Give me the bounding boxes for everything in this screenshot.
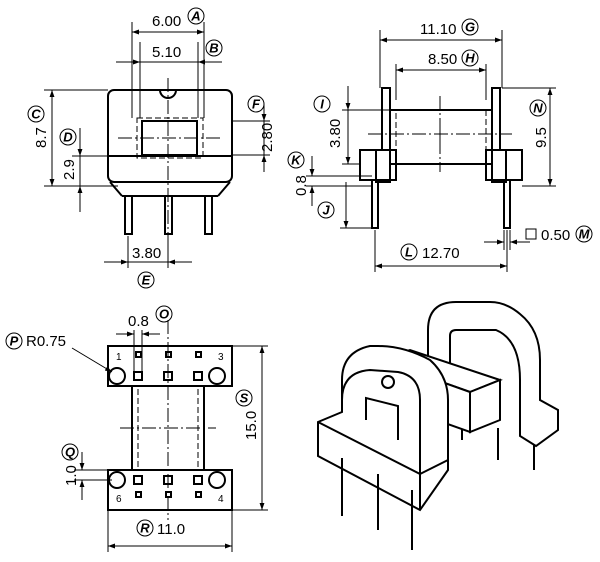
dim-s-label: S [240,391,249,406]
dim-s-value: 15.0 [243,411,260,440]
pad-circle-1 [108,367,126,385]
dim-i-value: 3.80 [327,119,344,148]
iso-back-flange [427,301,559,448]
dim-g-label: G [465,20,475,35]
dim-h-value: 8.50 [428,51,457,68]
dim-r-label: R [140,521,150,536]
dim-n-label: N [533,101,543,116]
dim-q-label: Q [65,445,75,460]
dim-q-value: 1.0 [63,465,80,486]
dim-g-value: 11.10 [420,21,456,38]
dim-f-value: 2.80 [259,123,276,152]
side-pin-left [371,179,379,229]
dim-b-value: 5.10 [152,44,181,61]
front-view: 6.00 A 5.10 B 8.7 C 2.9 D 3.80 [27,7,276,289]
dim-m-value: 0.50 [541,227,570,244]
pin-label-6: 6 [116,494,122,505]
dim-j-label: J [322,203,330,218]
pad-circle-3 [208,367,226,385]
front-base [109,181,231,197]
side-core-dashed [395,109,487,165]
dim-b-label: B [209,41,218,56]
dim-p-value: R0.75 [26,333,66,350]
dim-m-label: M [579,227,591,242]
dim-o-label: O [159,307,169,322]
dim-k-value: 0.8 [293,175,310,196]
pin-label-1: 1 [116,352,122,363]
side-pin-right [503,179,511,229]
dim-d-value: 2.9 [61,159,78,180]
front-pin-left [124,195,133,235]
isometric-view [317,301,559,550]
pin-label-3: 3 [218,352,224,363]
pin-label-4: 4 [218,494,224,505]
side-flange-right [491,87,507,183]
dim-a-value: 6.00 [152,13,181,30]
dim-i-label: I [320,97,324,112]
dim-l-label: L [405,245,413,260]
dim-a-label: A [190,9,200,24]
side-view: 11.10 G 8.50 H 3.80 I 0.8 K J [287,18,593,272]
bottom-view: 1 3 6 4 0.8 O P R0.75 1.0 Q R 11.0 [5,305,268,552]
dim-c-value: 8.7 [33,127,50,148]
dim-o-value: 0.8 [128,313,149,330]
dim-d-label: D [63,130,73,145]
iso-front-flange [317,345,449,512]
dim-k-label: K [291,153,302,168]
side-flange-left [375,87,391,183]
front-top-notch [159,89,177,99]
dim-r-value: 11.0 [157,521,185,538]
pad-circle-4 [208,471,226,489]
dim-e-value: 3.80 [132,245,161,262]
dim-e-label: E [142,273,151,288]
dim-l-value: 12.70 [422,245,460,262]
front-pin-right [204,195,213,235]
dim-f-label: F [252,97,261,112]
dim-h-label: H [465,51,475,66]
dim-n-value: 9.5 [533,127,550,148]
front-body-outline [107,89,233,183]
dim-p-label: P [10,334,19,349]
square-pin-symbol [525,228,537,240]
dim-c-label: C [31,107,41,122]
